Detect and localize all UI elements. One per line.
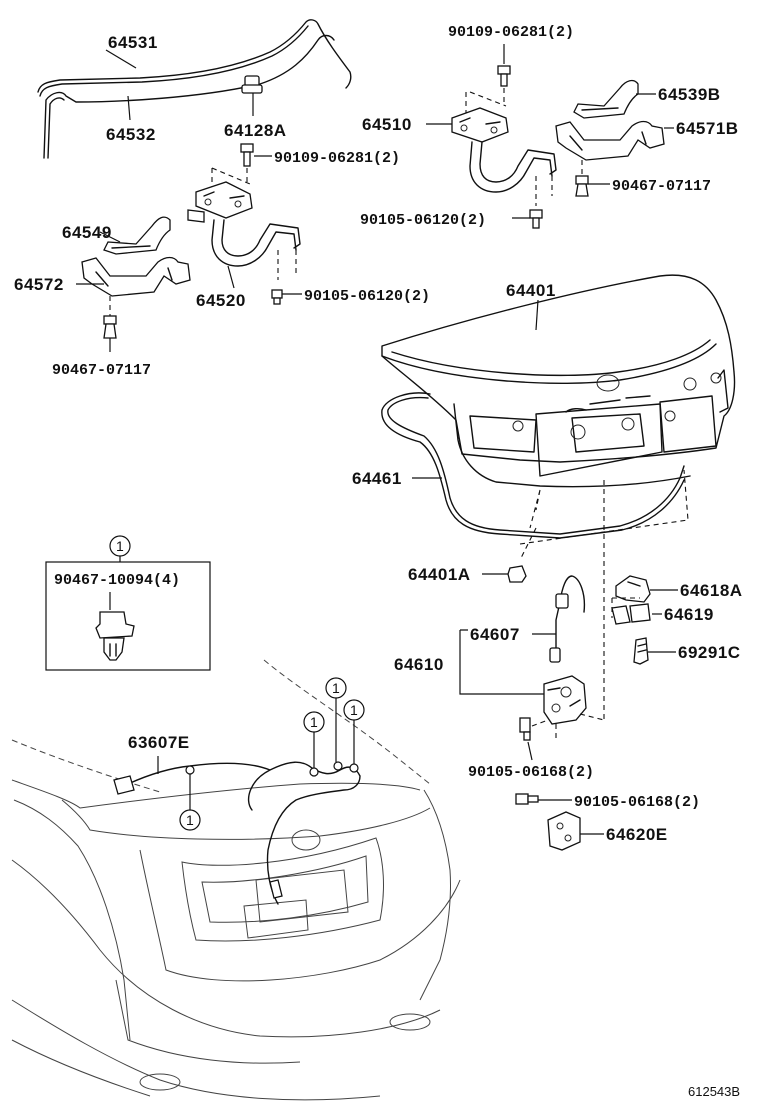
label-64620E: 64620E [606,825,668,844]
label-64128A: 64128A [224,121,287,140]
reference-number: 612543B [688,1084,740,1099]
cover-64572 [81,256,191,297]
label-64510: 64510 [362,115,412,134]
bumper-64128A [241,75,263,116]
guide-bolt-lock [531,719,549,727]
hinge-drop-left [277,250,297,280]
plate-64620E [547,811,581,851]
leader-64610 [459,629,544,695]
trunk-lid-64401 [381,274,736,488]
callout-circle-d [343,699,365,721]
cover-64571B [555,120,665,161]
label-64401A: 64401A [408,565,471,584]
leader-64549 [99,231,121,243]
bolt-90109-right [497,65,511,87]
clip-90467-left [103,315,117,352]
clip-90467-right [575,175,589,197]
label-64572: 64572 [14,275,64,294]
bolt-90109-left [240,143,254,167]
bolt-90105-left [271,289,283,305]
callout-box [45,561,211,671]
guide-lid-bottom [519,469,689,561]
guide-stopper [529,489,541,529]
label-90105-lock: 90105-06168(2) [468,764,594,781]
callout-number-c: 1 [332,680,340,696]
label-64461: 64461 [352,469,402,488]
label-90467-left: 90467-07117 [52,362,151,379]
harness-63607E [113,761,361,905]
hinge-64520 [187,181,301,267]
callout-number-d: 1 [350,702,358,718]
leader-64520 [227,265,235,289]
callout-circle-a [179,809,201,831]
bolt-90105-right [529,209,543,229]
cable-64607 [549,575,586,663]
callout-number-b: 1 [310,714,318,730]
label-64571B: 64571B [676,119,739,138]
label-90467-box: 90467-10094(4) [54,572,180,589]
label-64619: 64619 [664,605,714,624]
label-90105-plate: 90105-06168(2) [574,794,700,811]
spacer-64619 [611,603,651,625]
label-69291C: 69291C [678,643,741,662]
label-63607E: 63607E [128,733,190,752]
bolt-90105-lock [519,717,531,741]
hinge-drop-right [535,176,553,206]
cover-64539B [573,79,639,119]
leader-90105-lock [527,741,533,761]
hinge-guide-right [465,88,507,116]
switch-69291C [633,637,649,665]
label-90109-left: 90109-06281(2) [274,150,400,167]
label-64549: 64549 [62,223,112,242]
torsion-bar-64532 [43,34,335,159]
label-90467-right: 90467-07117 [612,178,711,195]
callout-circle-b [303,711,325,733]
lock-64610 [543,675,587,725]
leader-64532 [127,95,131,121]
cover-64549 [103,216,171,255]
label-90109-right: 90109-06281(2) [448,24,574,41]
car-rear [11,659,461,1101]
label-64532: 64532 [106,125,156,144]
label-64531: 64531 [108,33,158,52]
leader-64401 [535,299,539,331]
label-64401: 64401 [506,281,556,300]
callout-circle-c [325,677,347,699]
callout-number-box: 1 [116,538,124,554]
label-90105-left: 90105-06120(2) [304,288,430,305]
label-64520: 64520 [196,291,246,310]
torsion-bar-64531 [37,19,352,97]
label-64607: 64607 [470,625,520,644]
label-90105-right: 90105-06120(2) [360,212,486,229]
label-64618A: 64618A [680,581,743,600]
stopper-64401A [507,565,527,583]
callout-number-a: 1 [186,812,194,828]
striker-64618A [615,575,651,603]
label-64539B: 64539B [658,85,721,104]
clip-90467-10094 [95,611,135,661]
weatherstrip-64461 [381,392,685,539]
hinge-64510 [451,107,557,193]
label-64610: 64610 [394,655,444,674]
guide-lock-bolt [555,713,605,740]
bolt-90105-plate [515,793,539,805]
leader-64531 [105,49,137,69]
